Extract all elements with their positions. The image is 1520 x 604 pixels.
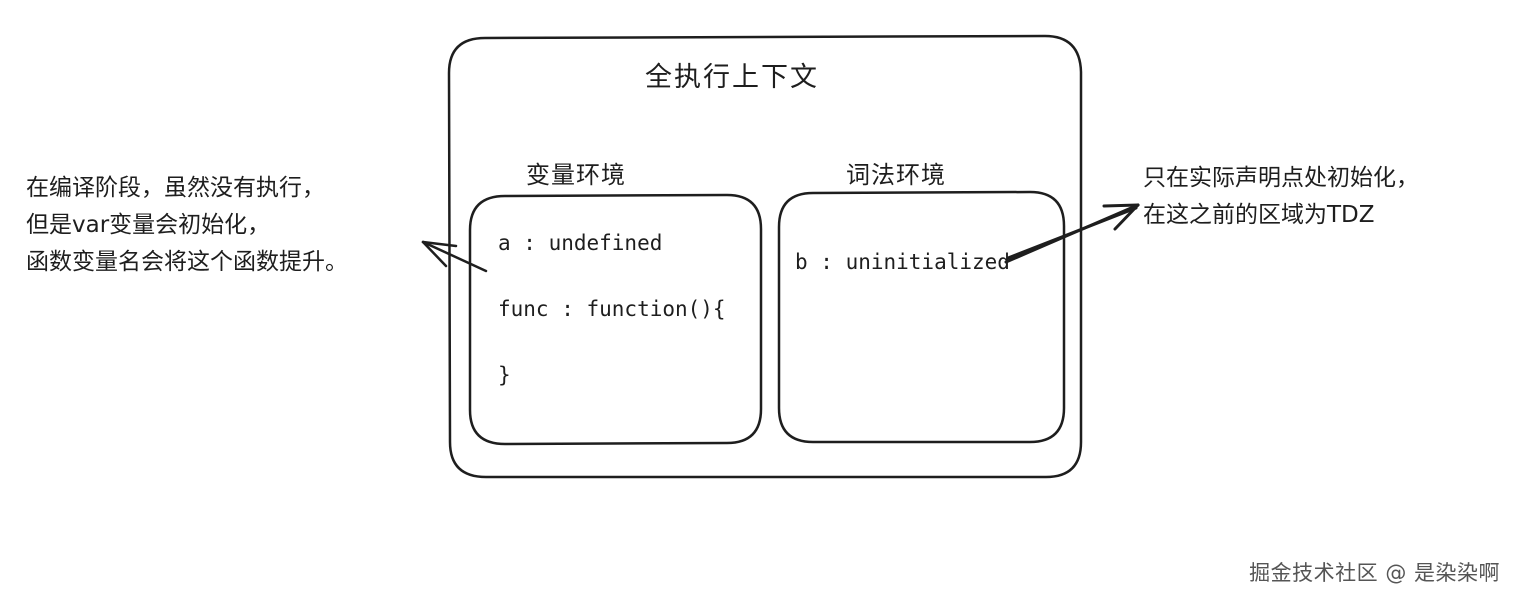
left-annotation-line: 但是var变量会初始化， [26,212,271,238]
var-entry-func-close: } [498,363,511,387]
variable-env-box [468,193,763,446]
right-annotation-line: 只在实际声明点处初始化， [1143,165,1419,191]
left-arrow [421,240,488,273]
left-annotation-line: 函数变量名会将这个函数提升。 [26,249,348,275]
watermark: 掘金技术社区 @ 是染染啊 [1249,561,1500,585]
variable-env-label: 变量环境 [526,161,626,189]
right-annotation-line: 在这之前的区域为TDZ [1143,202,1375,228]
var-entry-func: func : function(){ [498,297,726,321]
global-context-title: 全执行上下文 [645,62,819,93]
left-annotation-line: 在编译阶段，虽然没有执行， [26,175,325,201]
lexical-env-label: 词法环境 [846,161,946,189]
lex-entry-b: b : uninitialized [795,250,1010,274]
global-context-box [447,34,1083,479]
var-entry-a: a : undefined [498,231,663,255]
right-arrow [1004,203,1140,264]
left-annotation: 在编译阶段，虽然没有执行， 但是var变量会初始化， 函数变量名会将这个函数提升… [26,170,348,281]
right-annotation: 只在实际声明点处初始化， 在这之前的区域为TDZ [1143,160,1419,234]
lexical-env-box [777,190,1066,444]
